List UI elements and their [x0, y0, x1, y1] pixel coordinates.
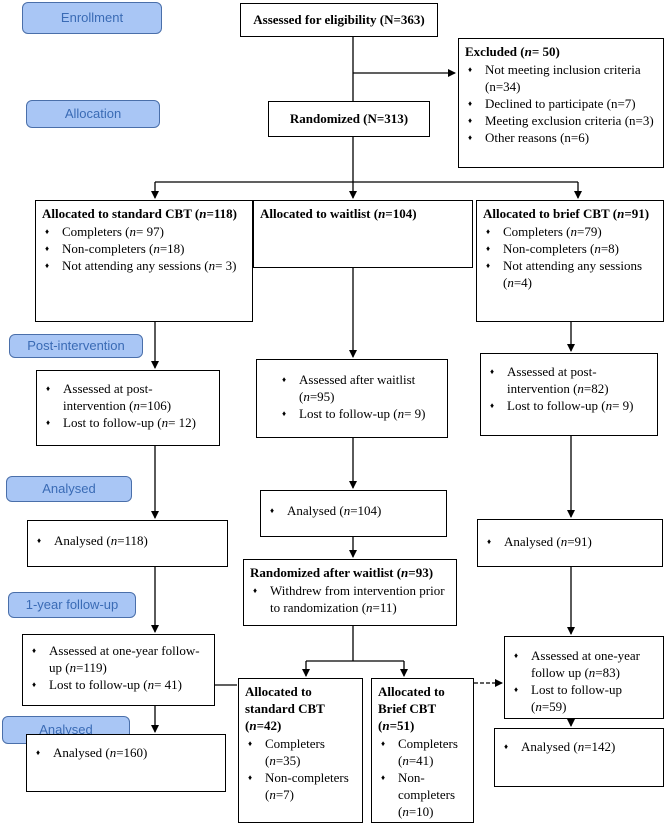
- excluded-item: Meeting exclusion criteria (n=3): [465, 112, 657, 129]
- brief-final-list: Analysed (n=142): [501, 738, 657, 755]
- excluded-item: Other reasons (n=6): [465, 129, 657, 146]
- excluded-item: Not meeting inclusion criteria (n=34): [465, 61, 657, 95]
- list-item: Lost to follow-up (n=59): [511, 681, 657, 715]
- assessed-eligibility-box: Assessed for eligibility (N=363): [240, 3, 438, 37]
- waitlist-brief-title: Allocated to Brief CBT (n=51): [378, 684, 445, 733]
- excluded-list: Not meeting inclusion criteria (n=34) De…: [465, 61, 657, 146]
- list-item: Lost to follow-up (n= 9): [279, 405, 441, 422]
- waitlist-standard-cbt-box: Allocated to standard CBT (n=42) Complet…: [238, 678, 363, 823]
- brief-analysed-list: Analysed (n=91): [484, 533, 656, 550]
- list-item: Assessed at post-intervention (n=82): [487, 363, 651, 397]
- brief-cbt-title: Allocated to brief CBT (n=91): [483, 206, 650, 221]
- list-item: Not attending any sessions (n= 3): [42, 257, 246, 274]
- rerandomized-box: Randomized after waitlist (n=93) Withdre…: [243, 559, 457, 626]
- list-item: Lost to follow-up (n= 41): [29, 676, 208, 693]
- standard-analysed-list: Analysed (n=118): [34, 532, 221, 549]
- list-item: Lost to follow-up (n= 9): [487, 397, 651, 414]
- excluded-item: Declined to participate (n=7): [465, 95, 657, 112]
- waitlist-post-box: Assessed after waitlist (n=95) Lost to f…: [256, 359, 448, 438]
- list-item: Withdrew from intervention prior to rand…: [250, 582, 450, 616]
- brief-followup-box: Assessed at one-year follow up (n=83) Lo…: [504, 636, 664, 719]
- list-item: Completers (n=35): [245, 735, 356, 769]
- waitlist-allocation-box: Allocated to waitlist (n=104): [253, 200, 473, 268]
- waitlist-brief-list: Completers (n=41) Non-completers (n=10): [378, 735, 467, 820]
- standard-cbt-allocation-box: Allocated to standard CBT (n=118) Comple…: [35, 200, 253, 322]
- standard-cbt-list: Completers (n= 97) Non-completers (n=18)…: [42, 223, 246, 274]
- brief-cbt-allocation-box: Allocated to brief CBT (n=91) Completers…: [476, 200, 664, 322]
- list-item: Non-completers (n=7): [245, 769, 356, 803]
- list-item: Not attending any sessions (n=4): [483, 257, 657, 291]
- waitlist-analysed-list: Analysed (n=104): [267, 502, 440, 519]
- waitlist-post-list: Assessed after waitlist (n=95) Lost to f…: [279, 371, 441, 422]
- brief-post-intervention-box: Assessed at post-intervention (n=82) Los…: [480, 353, 658, 436]
- list-item: Non-completers (n=18): [42, 240, 246, 257]
- stage-followup: 1-year follow-up: [8, 592, 136, 618]
- standard-final-list: Analysed (n=160): [33, 744, 219, 761]
- stage-allocation: Allocation: [26, 100, 160, 128]
- standard-cbt-title: Allocated to standard CBT (n=118): [42, 206, 237, 221]
- list-item: Non-completers (n=8): [483, 240, 657, 257]
- list-item: Analysed (n=142): [501, 738, 657, 755]
- standard-followup-box: Assessed at one-year follow-up (n=119) L…: [22, 634, 215, 706]
- waitlist-standard-title: Allocated to standard CBT (n=42): [245, 684, 325, 733]
- waitlist-brief-cbt-box: Allocated to Brief CBT (n=51) Completers…: [371, 678, 474, 823]
- brief-followup-list: Assessed at one-year follow up (n=83) Lo…: [511, 647, 657, 715]
- list-item: Analysed (n=118): [34, 532, 221, 549]
- list-item: Completers (n=41): [378, 735, 467, 769]
- randomized-label: Randomized (N=313): [289, 111, 409, 126]
- standard-followup-list: Assessed at one-year follow-up (n=119) L…: [29, 642, 208, 693]
- stage-analysed-1: Analysed: [6, 476, 132, 502]
- standard-post-intervention-box: Assessed at post-intervention (n=106) Lo…: [36, 370, 220, 446]
- list-item: Completers (n= 97): [42, 223, 246, 240]
- list-item: Lost to follow-up (n= 12): [43, 414, 213, 431]
- brief-final-analysed-box: Analysed (n=142): [494, 728, 664, 787]
- stage-enrollment: Enrollment: [22, 2, 162, 34]
- list-item: Assessed at one-year follow up (n=83): [511, 647, 657, 681]
- list-item: Assessed at post-intervention (n=106): [43, 380, 213, 414]
- waitlist-title: Allocated to waitlist (n=104): [260, 206, 417, 221]
- list-item: Completers (n=79): [483, 223, 657, 240]
- waitlist-analysed-box: Analysed (n=104): [260, 490, 447, 537]
- waitlist-standard-list: Completers (n=35) Non-completers (n=7): [245, 735, 356, 803]
- list-item: Analysed (n=91): [484, 533, 656, 550]
- excluded-title: Excluded (n= 50): [465, 44, 560, 59]
- list-item: Assessed at one-year follow-up (n=119): [29, 642, 208, 676]
- rerandomized-list: Withdrew from intervention prior to rand…: [250, 582, 450, 616]
- brief-cbt-list: Completers (n=79) Non-completers (n=8) N…: [483, 223, 657, 291]
- rerandomized-title: Randomized after waitlist (n=93): [250, 565, 434, 580]
- list-item: Non-completers (n=10): [378, 769, 467, 820]
- list-item: Assessed after waitlist (n=95): [279, 371, 441, 405]
- randomized-box: Randomized (N=313): [268, 101, 430, 137]
- stage-post-intervention: Post-intervention: [9, 334, 143, 358]
- brief-post-list: Assessed at post-intervention (n=82) Los…: [487, 363, 651, 414]
- standard-analysed-box: Analysed (n=118): [27, 520, 228, 567]
- standard-post-list: Assessed at post-intervention (n=106) Lo…: [43, 380, 213, 431]
- list-item: Analysed (n=104): [267, 502, 440, 519]
- excluded-box: Excluded (n= 50) Not meeting inclusion c…: [458, 38, 664, 168]
- brief-analysed-box: Analysed (n=91): [477, 519, 663, 567]
- standard-final-analysed-box: Analysed (n=160): [26, 734, 226, 792]
- assessed-eligibility-label: Assessed for eligibility (N=363): [253, 12, 425, 27]
- list-item: Analysed (n=160): [33, 744, 219, 761]
